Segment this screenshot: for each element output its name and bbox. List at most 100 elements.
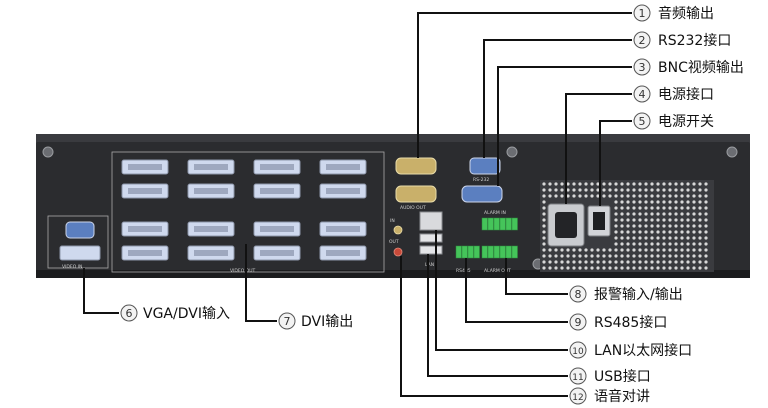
vent-hole xyxy=(590,254,594,258)
vent-hole xyxy=(674,230,678,234)
vent-hole xyxy=(686,248,690,252)
vent-hole xyxy=(698,260,702,264)
dvi-port-pins xyxy=(194,164,228,170)
vent-hole xyxy=(578,194,582,198)
vent-hole xyxy=(662,218,666,222)
vent-hole xyxy=(650,206,654,210)
vent-hole xyxy=(680,224,684,228)
vent-hole xyxy=(596,266,600,270)
vent-hole xyxy=(632,224,636,228)
vent-hole xyxy=(644,260,648,264)
vent-hole xyxy=(656,260,660,264)
callout-number-badge xyxy=(633,4,651,22)
vent-hole xyxy=(680,182,684,186)
callout-label: DVI输出 xyxy=(301,314,353,330)
vent-hole xyxy=(542,254,546,258)
vent-hole xyxy=(656,236,660,240)
lan-usb-module: IN OUT LAN xyxy=(389,211,443,268)
vent-hole xyxy=(638,266,642,270)
vent-hole xyxy=(590,188,594,192)
screw-icon xyxy=(726,146,738,158)
callout-alarm-io: 8 报警输入/输出 xyxy=(569,285,683,303)
vent-hole xyxy=(704,224,708,228)
vent-hole xyxy=(656,230,660,234)
vent-hole xyxy=(698,236,702,240)
vent-hole xyxy=(680,200,684,204)
vent-hole xyxy=(638,260,642,264)
lan-port-icon xyxy=(419,211,443,231)
leader-line xyxy=(599,120,632,206)
vent-hole xyxy=(620,200,624,204)
vent-hole xyxy=(584,248,588,252)
vent-hole xyxy=(626,266,630,270)
vent-hole xyxy=(644,194,648,198)
vent-hole xyxy=(542,236,546,240)
vent-hole xyxy=(626,224,630,228)
vent-hole xyxy=(626,212,630,216)
vent-hole xyxy=(638,194,642,198)
vent-grid xyxy=(542,182,708,270)
usb-port-icon xyxy=(419,245,443,255)
vent-hole xyxy=(644,254,648,258)
dvi-port-pins xyxy=(326,250,360,256)
vent-hole xyxy=(674,182,678,186)
vent-hole xyxy=(554,188,558,192)
vent-hole xyxy=(566,182,570,186)
out-label: OUT xyxy=(389,239,399,245)
vent-hole xyxy=(698,212,702,216)
vent-hole xyxy=(626,182,630,186)
terminal-pin-icon xyxy=(487,245,494,259)
vent-hole xyxy=(680,230,684,234)
vent-hole xyxy=(560,182,564,186)
vent-hole xyxy=(698,266,702,270)
vent-hole xyxy=(602,182,606,186)
vent-hole xyxy=(548,248,552,252)
audio-in-jack-icon xyxy=(393,225,403,235)
vent-hole xyxy=(692,236,696,240)
vent-hole xyxy=(542,200,546,204)
callout-rs232: 2 RS232接口 xyxy=(633,31,731,49)
callout-number-badge xyxy=(633,31,651,49)
vent-hole xyxy=(704,260,708,264)
vent-hole xyxy=(632,188,636,192)
vent-hole xyxy=(686,242,690,246)
vent-hole xyxy=(692,206,696,210)
callout-number: 3 xyxy=(639,61,646,74)
terminal-pin-icon xyxy=(467,245,474,259)
vent-hole xyxy=(542,188,546,192)
vent-hole xyxy=(632,194,636,198)
vent-hole xyxy=(632,212,636,216)
vent-hole xyxy=(620,260,624,264)
vent-hole xyxy=(626,254,630,258)
vent-hole xyxy=(554,182,558,186)
vent-hole xyxy=(584,266,588,270)
vent-hole xyxy=(698,248,702,252)
terminal-pin-icon xyxy=(505,245,512,259)
vent-hole xyxy=(650,230,654,234)
vent-hole xyxy=(638,248,642,252)
vent-hole xyxy=(548,188,552,192)
vent-hole xyxy=(644,200,648,204)
vent-hole xyxy=(560,188,564,192)
vent-hole xyxy=(692,212,696,216)
vent-hole xyxy=(698,188,702,192)
vent-hole xyxy=(692,218,696,222)
terminal-pin-icon xyxy=(499,217,506,231)
audio-out-port-icon xyxy=(395,157,437,175)
vent-hole xyxy=(698,230,702,234)
alarm-out-label: ALARM OUT xyxy=(484,268,511,274)
power-socket-inner xyxy=(555,212,577,238)
vent-hole xyxy=(608,260,612,264)
vent-hole xyxy=(692,200,696,204)
rs232-port-icon xyxy=(469,157,501,175)
vent-hole xyxy=(674,266,678,270)
vent-hole xyxy=(554,260,558,264)
vent-hole xyxy=(656,248,660,252)
callout-label: 语音对讲 xyxy=(594,388,650,405)
vent-hole xyxy=(596,194,600,198)
vent-hole xyxy=(668,218,672,222)
vent-hole xyxy=(644,230,648,234)
vent-hole xyxy=(608,182,612,186)
vent-hole xyxy=(632,254,636,258)
